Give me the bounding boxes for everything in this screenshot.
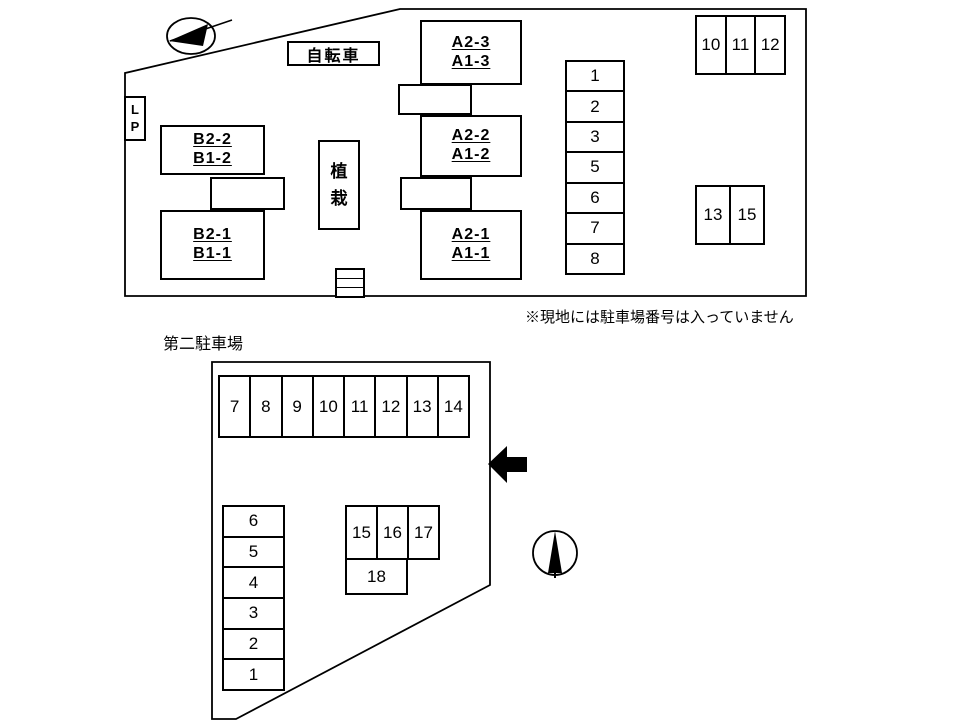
lot1-parking-pair-midright: 13 15 xyxy=(695,185,765,245)
lot2-parking-column-left: 6 5 4 3 2 1 xyxy=(222,505,285,691)
parking-space: 15 xyxy=(729,187,763,243)
left-arrow-icon xyxy=(488,446,527,483)
parking-space: 17 xyxy=(407,507,438,558)
parking-space: 18 xyxy=(347,560,406,593)
unit-label: A1-2 xyxy=(451,146,491,163)
parking-space: 7 xyxy=(567,212,623,243)
planting-label-line1: 植 xyxy=(330,161,348,181)
parking-space: 10 xyxy=(697,17,725,73)
building-a-bottom: A2-1 A1-1 xyxy=(420,210,522,280)
lp-box: L P xyxy=(124,96,146,141)
lot2-parking-row-top: 7 8 9 10 11 12 13 14 xyxy=(218,375,470,438)
building-b-upper: B2-2 B1-2 xyxy=(160,125,265,175)
unit-label: A2-1 xyxy=(451,226,491,244)
parking-space: 11 xyxy=(343,377,375,436)
entrance-box-b xyxy=(210,177,285,210)
parking-space: 1 xyxy=(567,62,623,91)
parking-space: 12 xyxy=(374,377,406,436)
lot2-parking-row-mid: 15 16 17 xyxy=(345,505,440,560)
parking-space: 5 xyxy=(224,535,283,567)
unit-label: A2-2 xyxy=(451,127,491,145)
lot1-parking-column: 1 2 3 5 6 7 8 xyxy=(565,60,625,275)
parking-space: 16 xyxy=(376,507,407,558)
bicycle-area-box: 自転車 xyxy=(287,41,380,66)
planting-label-line2: 栽 xyxy=(330,189,348,208)
parking-space: 13 xyxy=(697,187,729,243)
unit-label: B2-1 xyxy=(193,226,232,244)
lot2-boundary xyxy=(211,361,491,720)
parking-space: 6 xyxy=(224,507,283,536)
bicycle-label: 自転車 xyxy=(306,47,361,65)
parking-space: 11 xyxy=(724,17,755,73)
parking-space: 8 xyxy=(567,242,623,273)
unit-label: A1-1 xyxy=(451,245,491,262)
steps-block xyxy=(335,268,365,298)
lot1-parking-row-topright: 10 11 12 xyxy=(695,15,786,75)
compass-bottom-icon xyxy=(532,530,578,578)
building-b-lower: B2-1 B1-1 xyxy=(160,210,265,280)
parking-space: 2 xyxy=(224,627,283,659)
unit-label: B1-2 xyxy=(193,150,232,167)
parking-space: 8 xyxy=(249,377,281,436)
planting-box: 植 栽 xyxy=(318,140,360,230)
parking-space: 2 xyxy=(567,90,623,121)
parking-space: 15 xyxy=(347,507,376,558)
compass-top-icon xyxy=(166,17,233,55)
unit-label: B1-1 xyxy=(193,245,232,262)
lot2-parking-single: 18 xyxy=(345,558,408,595)
parking-space: 6 xyxy=(567,181,623,213)
parking-space: 4 xyxy=(224,566,283,598)
parking-space: 7 xyxy=(220,377,250,436)
parking-space: 14 xyxy=(436,377,468,436)
parking-space: 13 xyxy=(405,377,437,436)
parking-space: 10 xyxy=(311,377,343,436)
parking-space: 3 xyxy=(567,120,623,152)
parking-space: 3 xyxy=(224,597,283,628)
lot1-boundary xyxy=(124,8,807,297)
unit-label: A2-3 xyxy=(451,33,491,51)
parking-space: 1 xyxy=(224,658,283,690)
site-note: ※現地には駐車場番号は入っていません xyxy=(525,309,794,326)
lp-label-line2: P xyxy=(130,118,140,134)
entrance-box-a-upper xyxy=(398,84,472,115)
parking-space: 9 xyxy=(280,377,312,436)
unit-label: B2-2 xyxy=(193,131,232,149)
lot2-title: 第二駐車場 xyxy=(163,336,244,353)
building-a-top: A2-3 A1-3 xyxy=(420,20,522,85)
entrance-box-a-lower xyxy=(400,177,472,210)
lp-label-line1: L xyxy=(131,102,139,118)
parking-space: 12 xyxy=(754,17,785,73)
building-a-middle: A2-2 A1-2 xyxy=(420,115,522,177)
parking-space: 5 xyxy=(567,151,623,182)
unit-label: A1-3 xyxy=(451,52,491,70)
